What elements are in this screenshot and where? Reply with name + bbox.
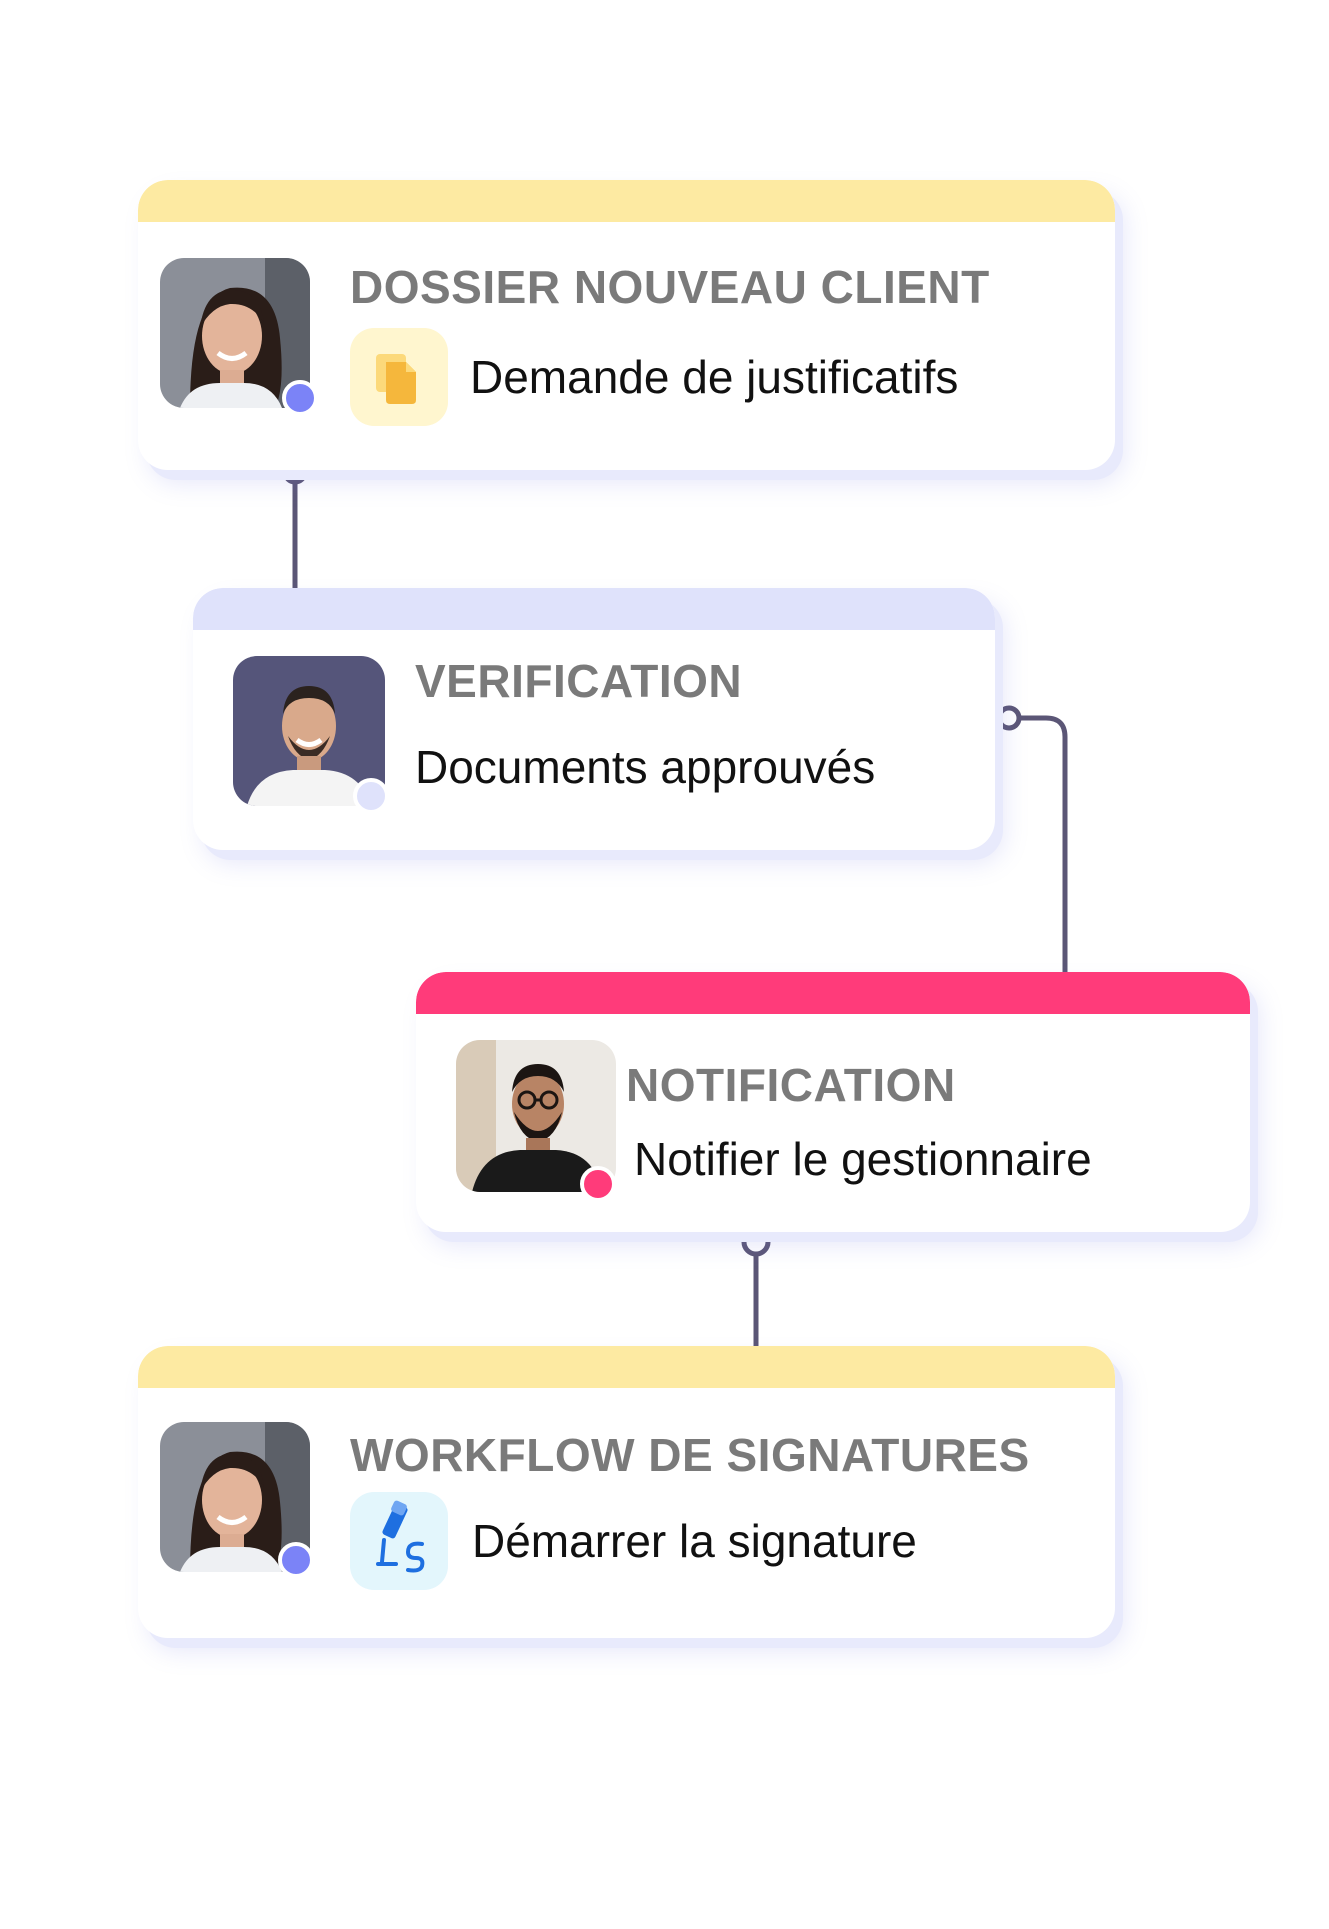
workflow-card-dossier[interactable]: DOSSIER NOUVEAU CLIENT Demande de justif… bbox=[138, 180, 1115, 470]
card-title: DOSSIER NOUVEAU CLIENT bbox=[350, 261, 990, 313]
man-glasses-avatar bbox=[456, 1040, 616, 1192]
card-band bbox=[416, 972, 1250, 1014]
card-title: WORKFLOW DE SIGNATURES bbox=[350, 1429, 1030, 1481]
card-band bbox=[138, 1346, 1115, 1388]
card-text: Documents approuvés bbox=[415, 741, 876, 793]
status-dot bbox=[353, 778, 389, 814]
connector-node-2 bbox=[996, 705, 1022, 731]
card-title: VERIFICATION bbox=[415, 655, 743, 707]
connector-node-3 bbox=[741, 1227, 771, 1257]
status-dot bbox=[580, 1166, 616, 1202]
card-band bbox=[138, 180, 1115, 222]
signature-icon bbox=[350, 1492, 448, 1590]
card-text: Démarrer la signature bbox=[472, 1515, 917, 1567]
card-text: Demande de justificatifs bbox=[470, 351, 959, 403]
woman-avatar bbox=[160, 258, 310, 408]
workflow-card-verification[interactable]: VERIFICATION Documents approuvés bbox=[193, 588, 995, 850]
status-dot bbox=[278, 1542, 314, 1578]
status-dot bbox=[282, 380, 318, 416]
workflow-card-notification[interactable]: NOTIFICATION Notifier le gestionnaire bbox=[416, 972, 1250, 1232]
documents-icon bbox=[350, 328, 448, 426]
card-band bbox=[193, 588, 995, 630]
card-text: Notifier le gestionnaire bbox=[634, 1133, 1092, 1185]
card-title: NOTIFICATION bbox=[626, 1059, 956, 1111]
connector-2-3 bbox=[1013, 715, 1068, 975]
workflow-card-signatures[interactable]: WORKFLOW DE SIGNATURES Démarrer la signa… bbox=[138, 1346, 1115, 1638]
